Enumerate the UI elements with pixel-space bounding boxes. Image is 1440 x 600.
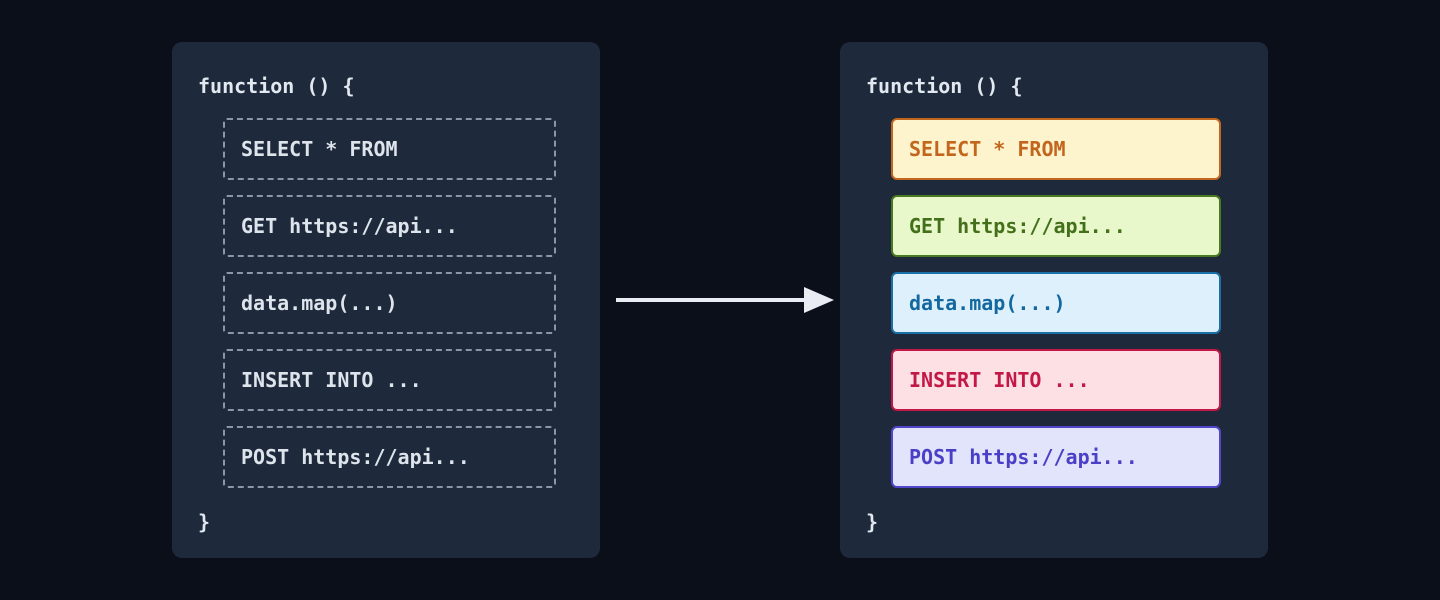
snippet-label: SELECT * FROM — [909, 137, 1066, 161]
function-open-line: function () { — [866, 74, 1023, 98]
snippet-label: INSERT INTO ... — [909, 368, 1090, 392]
snippet-select: SELECT * FROM — [223, 118, 556, 180]
snippet-label: data.map(...) — [909, 291, 1066, 315]
snippet-stack: SELECT * FROM GET https://api... data.ma… — [891, 118, 1221, 488]
snippet-label: SELECT * FROM — [241, 137, 398, 161]
function-open-line: function () { — [198, 74, 355, 98]
snippet-get: GET https://api... — [223, 195, 556, 257]
snippet-label: POST https://api... — [241, 445, 470, 469]
snippet-get-highlighted: GET https://api... — [891, 195, 1221, 257]
snippet-select-highlighted: SELECT * FROM — [891, 118, 1221, 180]
snippet-insert-highlighted: INSERT INTO ... — [891, 349, 1221, 411]
source-code-panel: function () { SELECT * FROM GET https://… — [172, 42, 600, 558]
snippet-map-highlighted: data.map(...) — [891, 272, 1221, 334]
function-close-line: } — [198, 510, 211, 534]
snippet-label: data.map(...) — [241, 291, 398, 315]
snippet-label: INSERT INTO ... — [241, 368, 422, 392]
snippet-map: data.map(...) — [223, 272, 556, 334]
snippet-label: GET https://api... — [909, 214, 1126, 238]
transform-arrow-icon — [608, 280, 838, 320]
snippet-label: POST https://api... — [909, 445, 1138, 469]
snippet-label: GET https://api... — [241, 214, 458, 238]
snippet-post-highlighted: POST https://api... — [891, 426, 1221, 488]
snippet-insert: INSERT INTO ... — [223, 349, 556, 411]
function-close-line: } — [866, 510, 879, 534]
classified-code-panel: function () { SELECT * FROM GET https://… — [840, 42, 1268, 558]
snippet-stack: SELECT * FROM GET https://api... data.ma… — [223, 118, 556, 488]
snippet-post: POST https://api... — [223, 426, 556, 488]
